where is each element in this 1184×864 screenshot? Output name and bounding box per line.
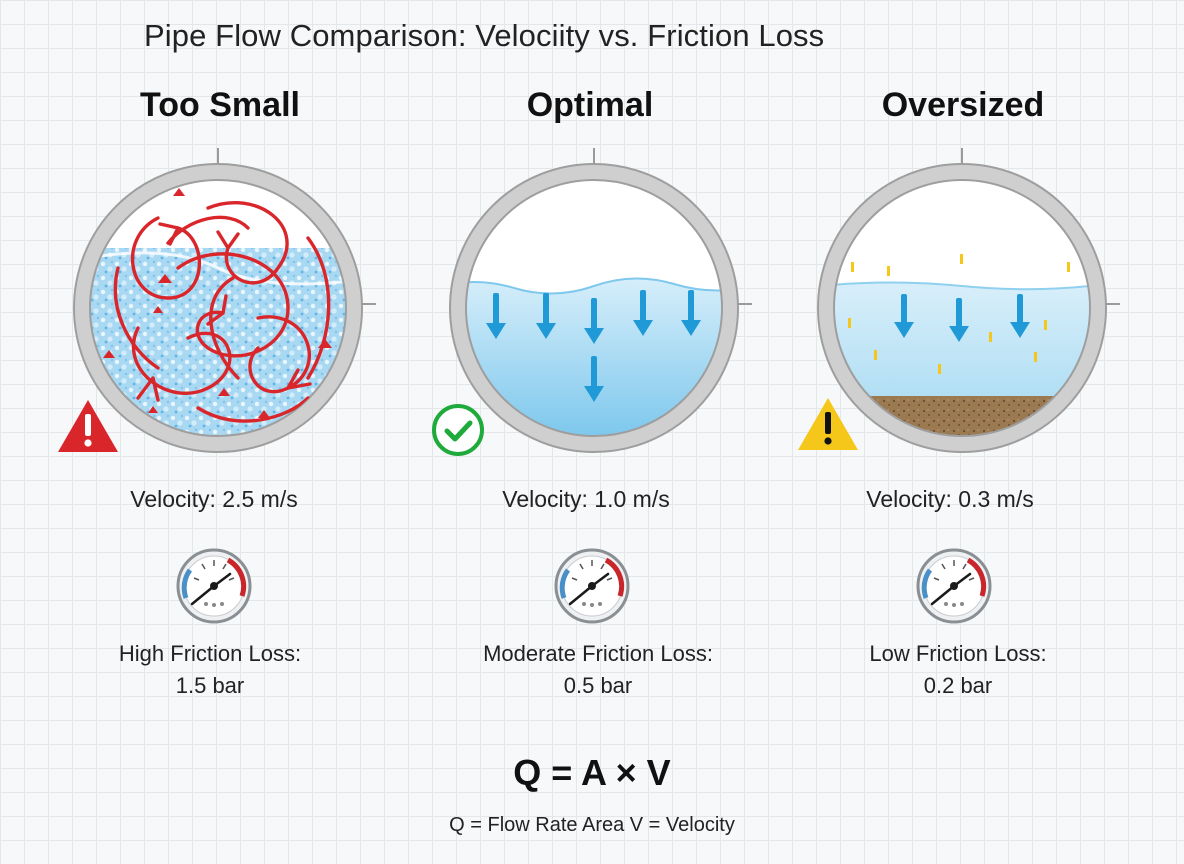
- diagram-title: Pipe Flow Comparison: Velociity vs. Fric…: [144, 18, 825, 53]
- heading-too-small: Too Small: [140, 86, 300, 124]
- friction-value: 0.2 bar: [923, 673, 993, 698]
- turbulence-arrows: [113, 201, 331, 423]
- friction-label: High Friction Loss:: [118, 641, 302, 666]
- pipe-too-small: [58, 148, 376, 453]
- debris-particles: [103, 188, 332, 418]
- warning-red-icon: [58, 400, 118, 452]
- friction-oversized: Low Friction Loss: 0.2 bar: [788, 638, 1128, 702]
- velocity-optimal: Velocity: 1.0 m/s: [502, 486, 670, 512]
- friction-too-small: High Friction Loss: 1.5 bar: [40, 638, 380, 702]
- friction-label: Low Friction Loss:: [869, 641, 1047, 666]
- friction-optimal: Moderate Friction Loss: 0.5 bar: [428, 638, 768, 702]
- pipe-optimal: [432, 148, 752, 456]
- flow-arrows: [486, 290, 701, 402]
- friction-value: 1.5 bar: [175, 673, 245, 698]
- pipe-wall: [818, 164, 1106, 452]
- warning-yellow-icon: [798, 398, 858, 450]
- friction-value: 0.5 bar: [563, 673, 633, 698]
- flow-formula: Q = A × V: [513, 752, 671, 793]
- formula-legend: Q = Flow Rate Area V = Velocity: [449, 814, 735, 836]
- velocity-oversized: Velocity: 0.3 m/s: [866, 486, 1034, 512]
- pipe-wall: [74, 164, 362, 452]
- pressure-gauge-icon: [176, 548, 252, 624]
- heading-optimal: Optimal: [526, 86, 654, 124]
- heading-oversized: Oversized: [881, 86, 1045, 124]
- slow-flow-arrows: [894, 294, 1030, 342]
- velocity-too-small: Velocity: 2.5 m/s: [130, 486, 298, 512]
- check-circle-icon: [432, 404, 484, 456]
- pipe-wall: [450, 164, 738, 452]
- pressure-gauge-icon: [554, 548, 630, 624]
- pipe-oversized: [798, 148, 1120, 453]
- friction-label: Moderate Friction Loss:: [483, 641, 713, 666]
- suspended-particles: [848, 254, 1070, 374]
- pressure-gauge-icon: [916, 548, 992, 624]
